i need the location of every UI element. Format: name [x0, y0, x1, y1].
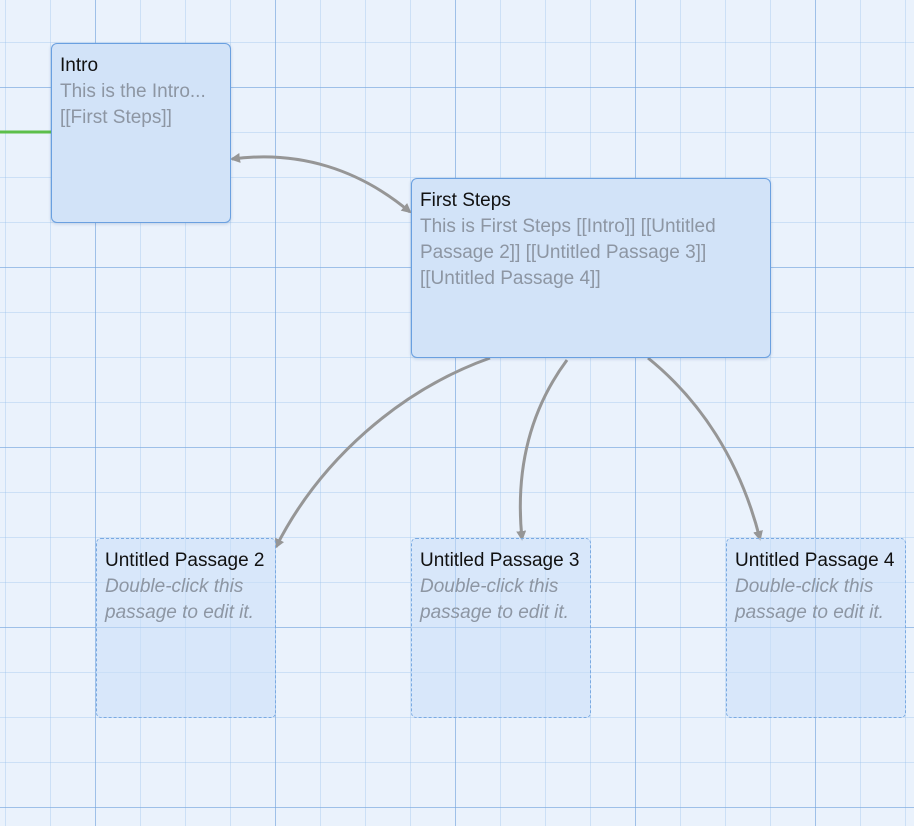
- passage-card-untitled-3[interactable]: Untitled Passage 3 Double-click this pas…: [411, 538, 591, 718]
- link-first-steps-untitled-2: [274, 356, 491, 549]
- passage-name: Untitled Passage 2: [105, 550, 265, 571]
- passage-name: Intro: [60, 55, 99, 76]
- link-first-steps-untitled-3: [516, 359, 569, 541]
- passage-excerpt: Double-click this passage to edit it.: [420, 576, 569, 623]
- link-intro-first-steps: [230, 152, 412, 214]
- passage-name: First Steps: [420, 190, 511, 211]
- passage-excerpt: This is the Intro... [[First Steps]]: [60, 81, 206, 128]
- link-first-steps-untitled-4: [647, 356, 763, 541]
- passage-card-untitled-4[interactable]: Untitled Passage 4 Double-click this pas…: [726, 538, 906, 718]
- passage-excerpt: This is First Steps [[Intro]] [[Untitled…: [420, 216, 716, 289]
- passage-name: Untitled Passage 3: [420, 550, 580, 571]
- passage-excerpt: Double-click this passage to edit it.: [735, 576, 884, 623]
- passage-card-untitled-2[interactable]: Untitled Passage 2 Double-click this pas…: [96, 538, 276, 718]
- passage-name: Untitled Passage 4: [735, 550, 895, 571]
- passage-card-intro[interactable]: Intro This is the Intro... [[First Steps…: [51, 43, 231, 223]
- passage-card-first-steps[interactable]: First Steps This is First Steps [[Intro]…: [411, 178, 771, 358]
- passage-excerpt: Double-click this passage to edit it.: [105, 576, 254, 623]
